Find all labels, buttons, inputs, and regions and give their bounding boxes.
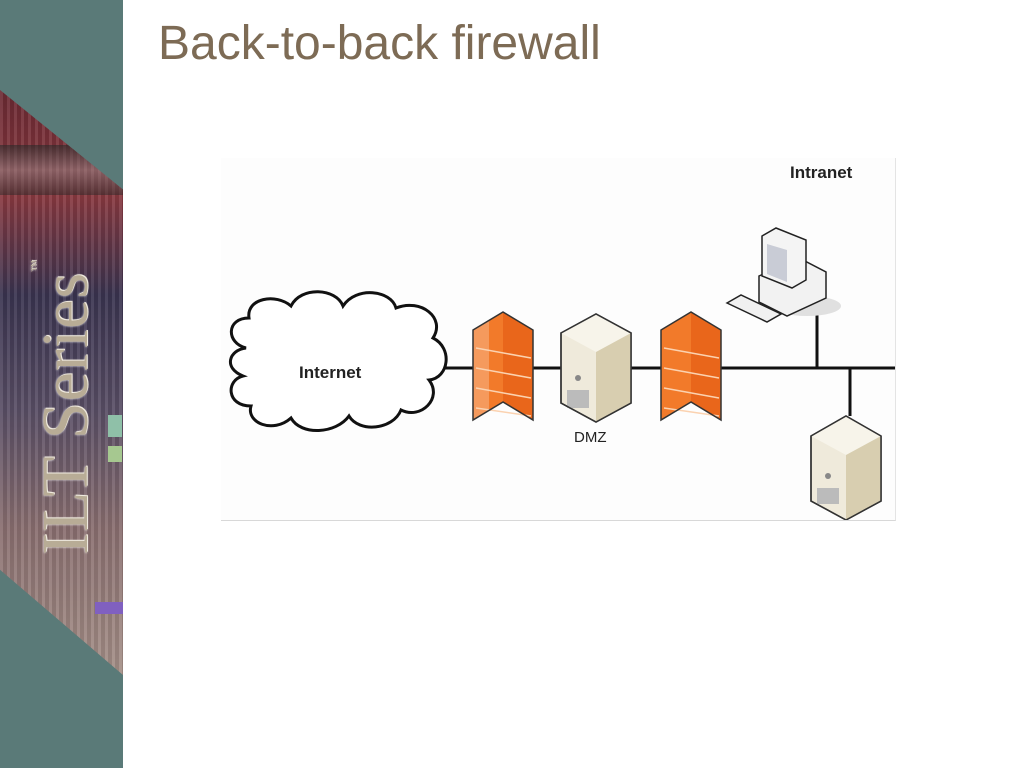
server-icon [810,415,882,520]
accent-block [108,415,122,437]
server-icon [560,313,632,423]
intranet-label: Intranet [790,163,853,182]
banner-image [0,90,123,675]
logo-text: ILT Series [29,271,102,555]
slide-title: Back-to-back firewall [158,17,601,70]
accent-block [108,446,122,462]
cloud-icon [229,290,448,432]
workstation-icon [725,227,841,323]
trademark: ™ [28,259,42,272]
dmz-label: DMZ [574,429,607,446]
firewall-icon [472,311,534,422]
firewall-icon [660,311,722,422]
sidebar-branding: ILT Series™ [0,0,123,768]
network-diagram: Internet DMZ Intranet [221,158,896,521]
accent-block [95,602,123,614]
ilt-series-logo: ILT Series™ [28,259,104,555]
internet-label: Internet [299,363,362,382]
